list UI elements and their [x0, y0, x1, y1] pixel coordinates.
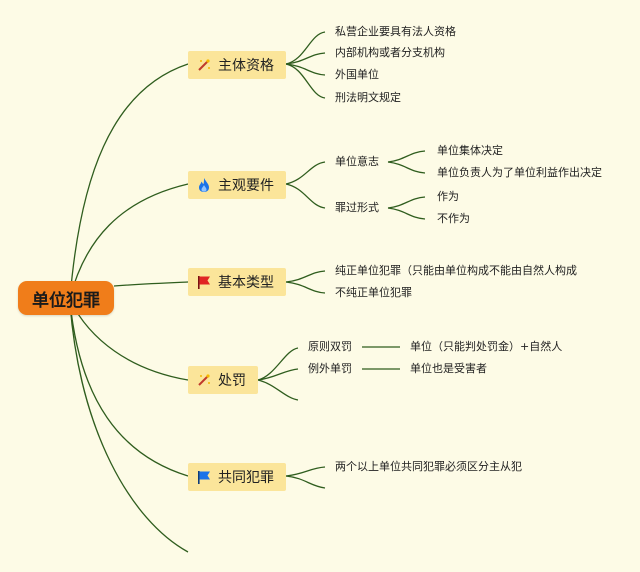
branch-line: [113, 281, 189, 287]
list-item: 不作为: [437, 212, 470, 225]
leaf-line: [285, 466, 326, 477]
leaf-line: [257, 368, 299, 381]
topic-label: 主观要件: [218, 178, 274, 194]
list-item: 单位（只能判处罚金）+自然人: [410, 340, 563, 353]
leaf-line: [257, 379, 299, 401]
topic-punishment[interactable]: 处罚: [188, 366, 258, 394]
leaf-line: [387, 207, 426, 220]
leaf-line: [285, 183, 326, 209]
list-item: 例外单罚: [308, 362, 352, 375]
list-item: 单位也是受害者: [410, 362, 487, 375]
leaf-line: [285, 31, 326, 65]
list-item: 外国单位: [335, 68, 379, 81]
topic-subjective-element[interactable]: 主观要件: [188, 171, 286, 199]
leaf-line: [387, 196, 426, 209]
leaf-line: [285, 161, 326, 185]
topic-joint-crime[interactable]: 共同犯罪: [188, 463, 286, 491]
list-item: 纯正单位犯罪（只能由单位构成不能由自然人构成: [335, 264, 577, 277]
list-item: 不纯正单位犯罪: [335, 286, 412, 299]
leaf-line: [285, 63, 326, 76]
list-item: 内部机构或者分支机构: [335, 46, 445, 59]
list-item: 刑法明文规定: [335, 91, 401, 104]
list-item: 两个以上单位共同犯罪必须区分主从犯: [335, 460, 522, 473]
branch-line: [69, 183, 189, 299]
topic-label: 处罚: [218, 373, 246, 389]
topic-subject-qualification[interactable]: 主体资格: [188, 51, 286, 79]
topic-label: 共同犯罪: [218, 470, 274, 486]
branch-line: [69, 301, 189, 477]
leaf-line: [387, 161, 426, 174]
topic-label: 基本类型: [218, 275, 274, 291]
leaf-line: [285, 270, 326, 283]
leaf-line: [257, 347, 299, 381]
branch-line: [69, 63, 189, 299]
list-item: 单位负责人为了单位利益作出决定: [437, 166, 602, 179]
leaf-line: [285, 63, 326, 99]
flame-icon: [199, 178, 209, 192]
list-item: 单位集体决定: [437, 144, 503, 157]
topic-basic-types[interactable]: 基本类型: [188, 268, 286, 296]
root-node[interactable]: 单位犯罪: [18, 281, 114, 315]
list-item: 单位意志: [335, 155, 379, 168]
red-flag-icon: [198, 276, 210, 289]
topic-label: 主体资格: [218, 58, 274, 74]
list-item: 作为: [437, 190, 459, 203]
list-item: 私营企业要具有法人资格: [335, 25, 456, 38]
leaf-line: [387, 150, 426, 163]
leaf-line: [285, 281, 326, 294]
branch-line: [69, 303, 189, 553]
sparkle-wand-icon: [198, 374, 210, 386]
sparkle-wand-icon: [198, 59, 210, 71]
list-item: 原则双罚: [308, 340, 352, 353]
blue-flag-icon: [198, 471, 210, 484]
list-item: 罪过形式: [335, 201, 379, 214]
leaf-line: [285, 475, 326, 489]
leaf-line: [285, 52, 326, 65]
